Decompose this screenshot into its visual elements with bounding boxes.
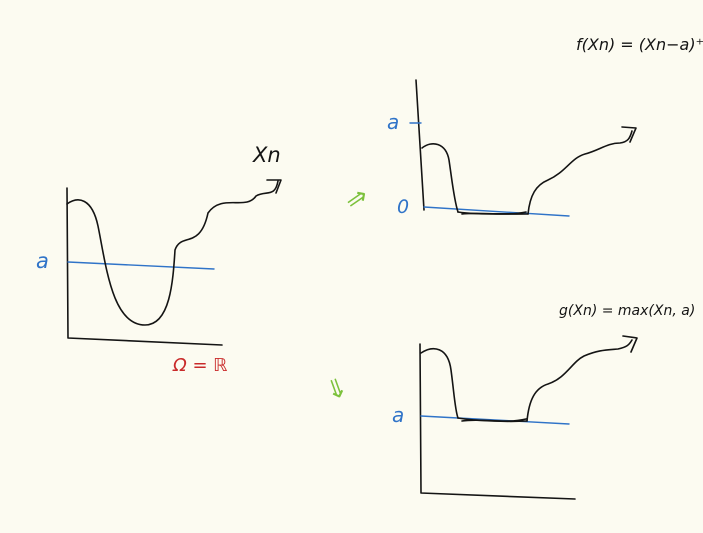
top-right-plot-curve-left [421,143,459,213]
top-right-plot-axis [415,79,425,211]
left-plot-domain-label: Ω = ℝ [172,355,228,376]
left-plot-curve-arrowhead [266,179,282,194]
left-plot: Xn a Ω = ℝ [36,143,282,376]
top-right-plot-formula: f(Xn) = (Xn−a)⁺ [576,35,703,54]
top-right-plot-flat-part-retrace [461,211,527,215]
top-right-plot: a 0 f(Xn) = (Xn−a)⁺ [387,35,703,218]
bottom-right-plot-axes [419,343,576,500]
bottom-right-plot: a g(Xn) = max(Xn, a) [392,303,695,500]
upper-implication-arrow: ⇒ [339,181,374,218]
left-plot-level-label: a [36,249,49,273]
bottom-right-plot-formula: g(Xn) = max(Xn, a) [559,303,695,319]
top-right-plot-curve-arrowhead [621,126,637,143]
implication-arrows: ⇒ ⇓ [321,181,374,408]
lower-implication-arrow: ⇓ [321,372,352,408]
top-right-plot-zero-line [423,206,570,217]
left-plot-curve [66,180,279,326]
left-plot-curve-label: Xn [252,143,281,167]
left-plot-axes [66,187,223,346]
top-right-plot-curve-right [527,130,633,215]
bottom-right-plot-flat-part-retrace [461,418,527,422]
top-right-plot-zero-label: 0 [397,196,409,218]
bottom-right-plot-curve-arrowhead [622,335,638,353]
bottom-right-plot-curve-right [526,339,633,422]
top-right-plot-level-label: a [387,110,399,134]
bottom-right-plot-level-label: a [392,403,404,427]
bottom-right-plot-curve-left [420,347,459,419]
left-plot-level-line [67,261,215,270]
